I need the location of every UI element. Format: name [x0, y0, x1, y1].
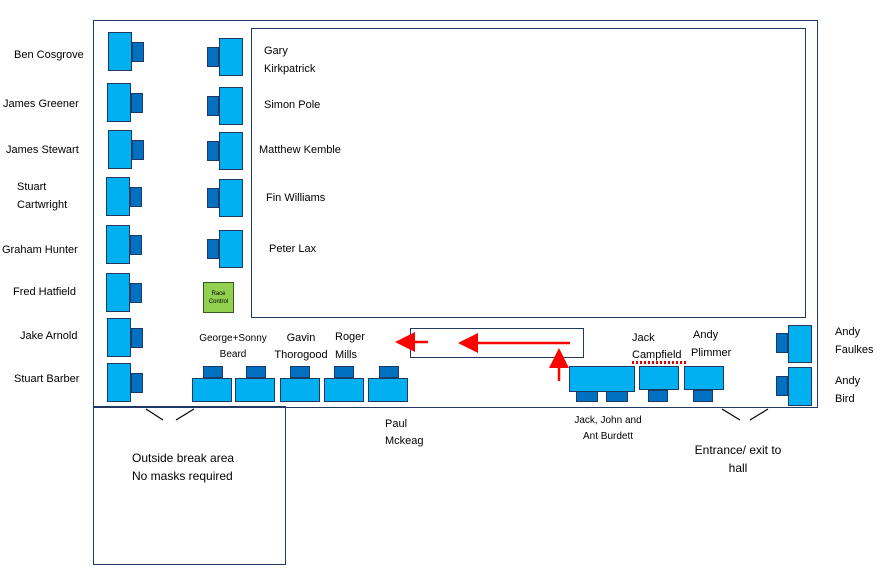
race-control-box[interactable]: Race Control [203, 282, 234, 313]
table [131, 93, 143, 113]
seat [106, 225, 130, 264]
name-label: Peter Lax [269, 243, 317, 255]
name-label: Ben Cosgrove [14, 49, 84, 61]
seat [235, 378, 275, 402]
table [207, 47, 219, 67]
table [334, 366, 354, 378]
name-label-line1: Gary [264, 45, 288, 57]
seat [684, 366, 724, 390]
name-label: Matthew Kemble [259, 144, 341, 156]
table [776, 376, 788, 396]
name-label: James Greener [3, 98, 79, 110]
name-label: Graham Hunter [2, 244, 78, 256]
table [379, 366, 399, 378]
name-label: James Stewart [6, 144, 79, 156]
table [776, 333, 788, 353]
spellcheck-underline [632, 361, 686, 364]
seat [219, 179, 243, 217]
label-bird-line1: Andy [835, 375, 861, 387]
label-campfield-line2: Campfield [632, 349, 682, 361]
seat [219, 132, 243, 170]
seat [788, 325, 812, 363]
seat [107, 363, 131, 402]
name-label-line2: Cartwright [17, 199, 68, 211]
table-right [606, 391, 628, 402]
seat [219, 38, 243, 76]
label-gavin-line1: Gavin [286, 332, 316, 344]
table [132, 140, 144, 160]
seat [639, 366, 679, 390]
seat [108, 130, 132, 169]
label-plimmer-line2: Plimmer [691, 347, 732, 359]
entrance-line1: Entrance/ exit to [694, 443, 782, 457]
table [207, 188, 219, 208]
race-control-line1: Race [211, 291, 226, 297]
table [132, 42, 144, 62]
label-burdett-line1: Jack, John and [574, 415, 642, 426]
break-area-line2: No masks required [132, 469, 233, 483]
name-label: Fin Williams [266, 192, 326, 204]
seat [192, 378, 232, 402]
table [207, 96, 219, 116]
race-control-line2: Control [208, 299, 229, 305]
label-paul-line2: Mckeag [385, 435, 424, 447]
entrance-line2: hall [728, 461, 748, 475]
label-campfield-line1: Jack [632, 332, 655, 344]
name-label-line1: Stuart [17, 181, 47, 193]
table [290, 366, 310, 378]
seat [106, 177, 130, 216]
break-area-outline [93, 406, 286, 565]
central-track-area [251, 28, 806, 318]
table [130, 187, 142, 207]
seat [788, 367, 812, 406]
label-roger-line1: Roger [335, 331, 365, 343]
seat [107, 318, 131, 357]
hall-outline [93, 20, 818, 408]
table [131, 373, 143, 393]
seat [219, 87, 243, 125]
label-george-sonny-line1: George+Sonny [199, 333, 267, 344]
label-faulkes-line2: Faulkes [835, 344, 874, 356]
seat [324, 378, 364, 402]
seat [106, 273, 130, 312]
table [648, 390, 668, 402]
table-left [576, 391, 598, 402]
seat [219, 230, 243, 268]
seat [108, 32, 132, 71]
name-label: Jake Arnold [20, 330, 78, 342]
name-label-line2: Kirkpatrick [264, 63, 316, 75]
name-label: Simon Pole [264, 99, 321, 111]
name-label: Fred Hatfield [13, 286, 76, 298]
label-gavin-line2: Thorogood [274, 349, 328, 361]
seat [368, 378, 408, 402]
table [207, 239, 219, 259]
seat [107, 83, 131, 122]
label-bird-line2: Bird [835, 393, 855, 405]
table [131, 328, 143, 348]
label-george-sonny-line2: Beard [219, 349, 247, 360]
label-faulkes-line1: Andy [835, 326, 861, 338]
seat [569, 366, 635, 392]
seat [280, 378, 320, 402]
table [246, 366, 266, 378]
table [207, 141, 219, 161]
label-burdett-line2: Ant Burdett [582, 431, 634, 442]
table [203, 366, 223, 378]
table [130, 283, 142, 303]
label-paul-line1: Paul [385, 418, 408, 430]
name-label: Stuart Barber [14, 373, 80, 385]
table [130, 235, 142, 255]
break-area-line1: Outside break area [132, 451, 235, 465]
table [693, 390, 713, 402]
label-plimmer-line1: Andy [693, 329, 719, 341]
label-roger-line2: Mills [335, 349, 357, 361]
